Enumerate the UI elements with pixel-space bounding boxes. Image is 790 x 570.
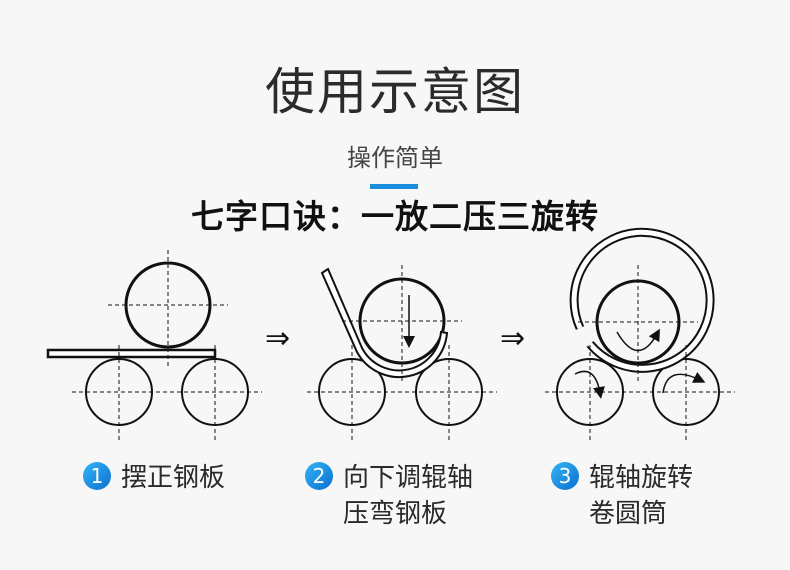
page-title: 使用示意图 (265, 63, 525, 121)
step-label: 向下调辊轴压弯钢板 (343, 463, 474, 529)
accent-bar (370, 184, 418, 189)
step-number-badge: 2 (305, 462, 333, 490)
panel-place-plate (46, 250, 262, 440)
next-arrow-icon: ⇒ (500, 321, 525, 356)
slogan: 七字口诀：一放二压三旋转 (191, 197, 599, 236)
step-1: 1 摆正钢板 (83, 460, 225, 496)
step-label: 辊轴旋转卷圆筒 (589, 463, 694, 529)
next-arrow-icon: ⇒ (265, 321, 290, 356)
rotate-arrow-icon (616, 328, 660, 352)
steel-plate (46, 348, 217, 359)
rotate-arrow-icon (662, 371, 706, 394)
panel-press-down (307, 265, 497, 440)
rotate-arrow-icon (574, 370, 605, 399)
step-2: 2 向下调辊轴压弯钢板 (305, 460, 473, 532)
step-label: 摆正钢板 (121, 463, 226, 493)
bent-plate (320, 267, 449, 379)
step-number-badge: 3 (551, 462, 579, 490)
panel-rotate (545, 227, 735, 440)
step-number-badge: 1 (83, 462, 111, 490)
step-3: 3 辊轴旋转卷圆筒 (551, 460, 693, 532)
page-subtitle: 操作简单 (347, 144, 443, 172)
